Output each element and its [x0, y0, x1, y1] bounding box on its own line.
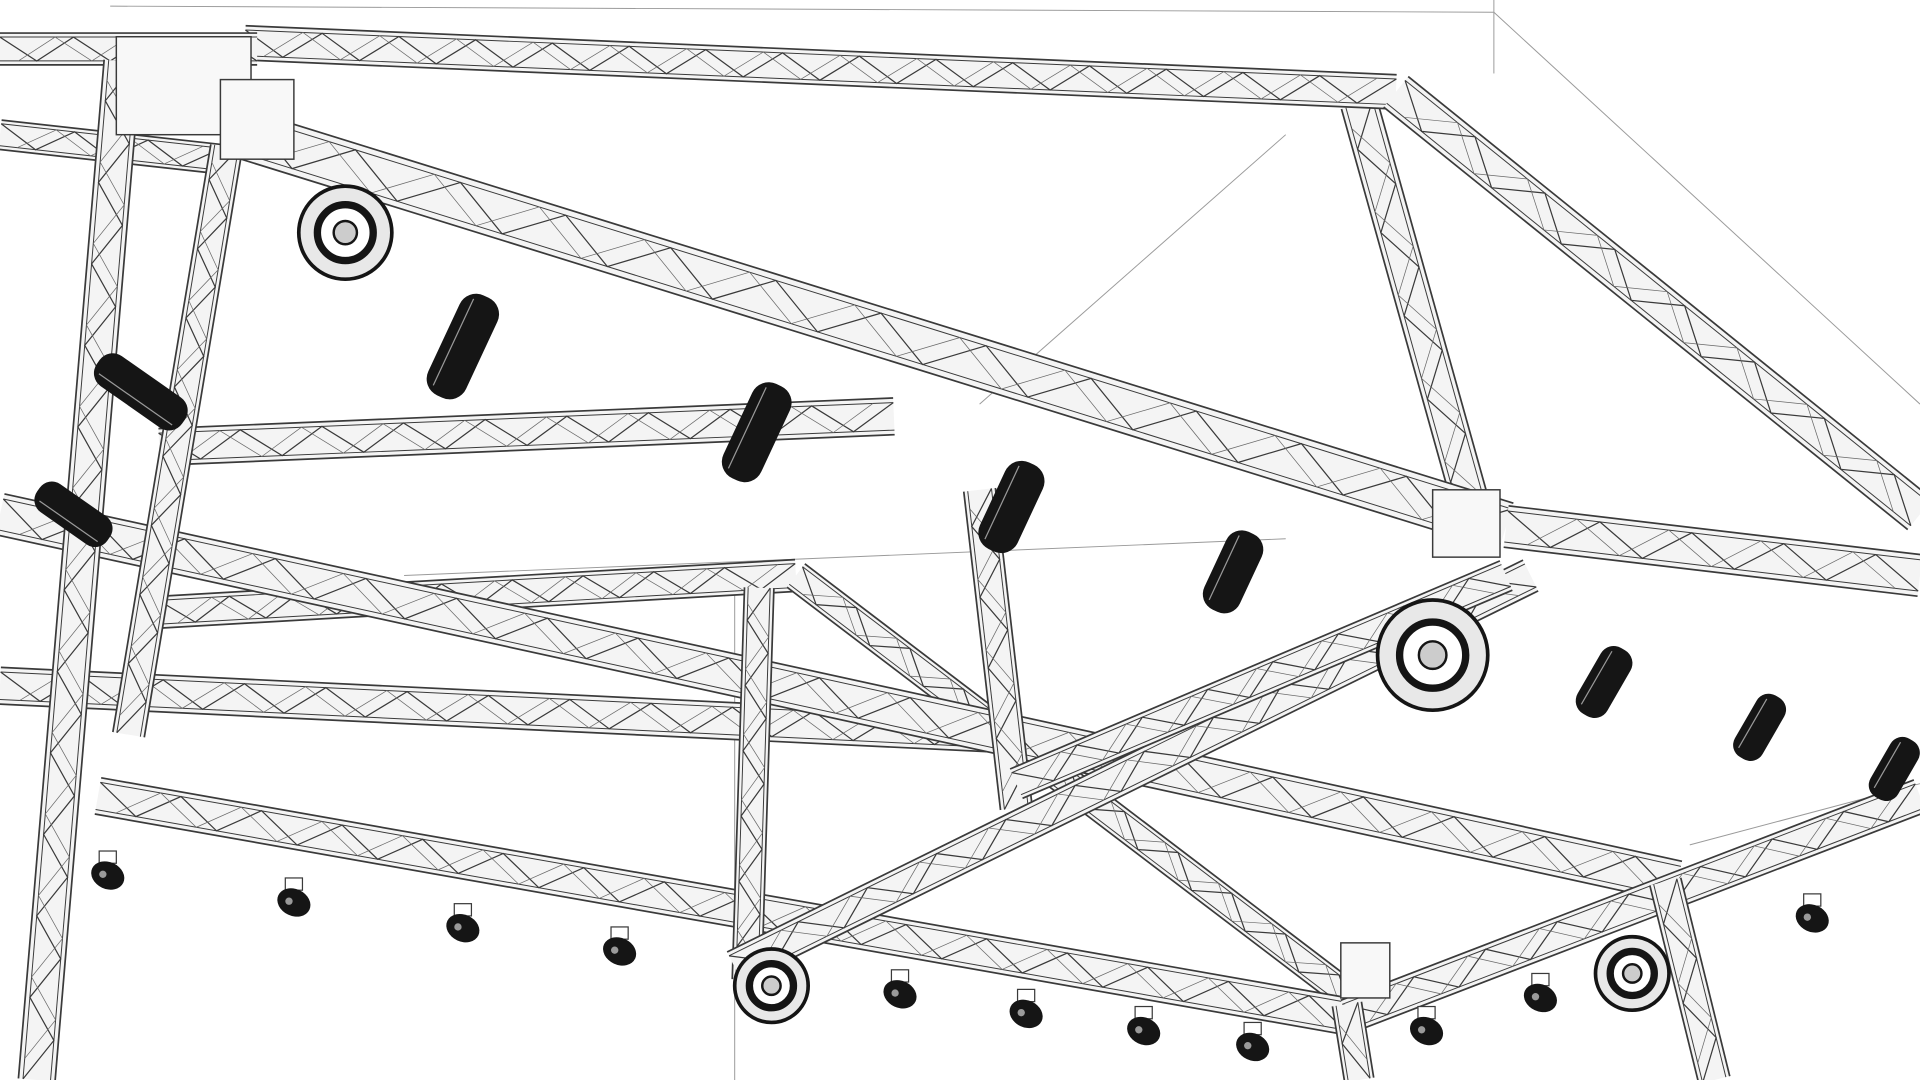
truss-corner-block	[1431, 489, 1501, 558]
par-spot-fixture	[603, 926, 637, 966]
wash-fixture	[1375, 598, 1490, 713]
truss-segment	[731, 587, 775, 981]
truss-segment	[1340, 98, 1495, 526]
truss-segment	[237, 110, 1514, 551]
par-spot-fixture	[277, 877, 311, 917]
truss-segment	[0, 493, 1683, 903]
moving-head-fixture	[1868, 736, 1920, 802]
par-spot-fixture	[883, 969, 917, 1009]
par-spot-fixture	[1795, 893, 1829, 933]
wash-fixture	[1593, 934, 1671, 1013]
truss-segment	[17, 59, 142, 1080]
guide-line	[1493, 11, 1920, 405]
truss-structure	[0, 24, 1920, 1080]
moving-head-fixture	[1575, 646, 1633, 719]
truss-segment	[1503, 505, 1920, 598]
par-spot-fixture	[446, 903, 480, 943]
moving-head-fixture	[1202, 530, 1264, 614]
par-spot-fixture	[1009, 988, 1043, 1029]
moving-head-fixture	[1733, 693, 1787, 761]
truss-segment	[112, 144, 244, 738]
wash-fixture	[732, 947, 810, 1025]
par-spot-fixture	[1236, 1021, 1270, 1062]
guide-line	[404, 538, 1286, 576]
truss-segment	[1331, 1001, 1375, 1080]
moving-head-fixture	[34, 481, 113, 548]
guide-line	[110, 5, 1494, 13]
moving-head-fixture	[721, 382, 792, 483]
truss-corner-block	[219, 78, 295, 160]
moving-head-fixture	[978, 460, 1045, 554]
lighting-fixtures	[34, 184, 1920, 1062]
moving-head-fixture	[93, 353, 188, 431]
truss-segment	[1649, 877, 1731, 1080]
truss-corner-block	[1340, 942, 1391, 999]
wash-fixture	[296, 184, 394, 282]
par-spot-fixture	[1523, 972, 1557, 1013]
truss-segment	[1383, 75, 1920, 531]
moving-head-fixture	[426, 293, 500, 400]
par-spot-fixture	[1127, 1005, 1161, 1046]
par-spot-fixture	[91, 850, 125, 890]
par-spot-fixture	[1409, 1005, 1444, 1046]
truss-segment	[244, 24, 1397, 110]
truss-segment	[1340, 779, 1920, 1034]
background-guide-lines	[110, 0, 1920, 1080]
truss-segment	[94, 776, 1351, 1036]
